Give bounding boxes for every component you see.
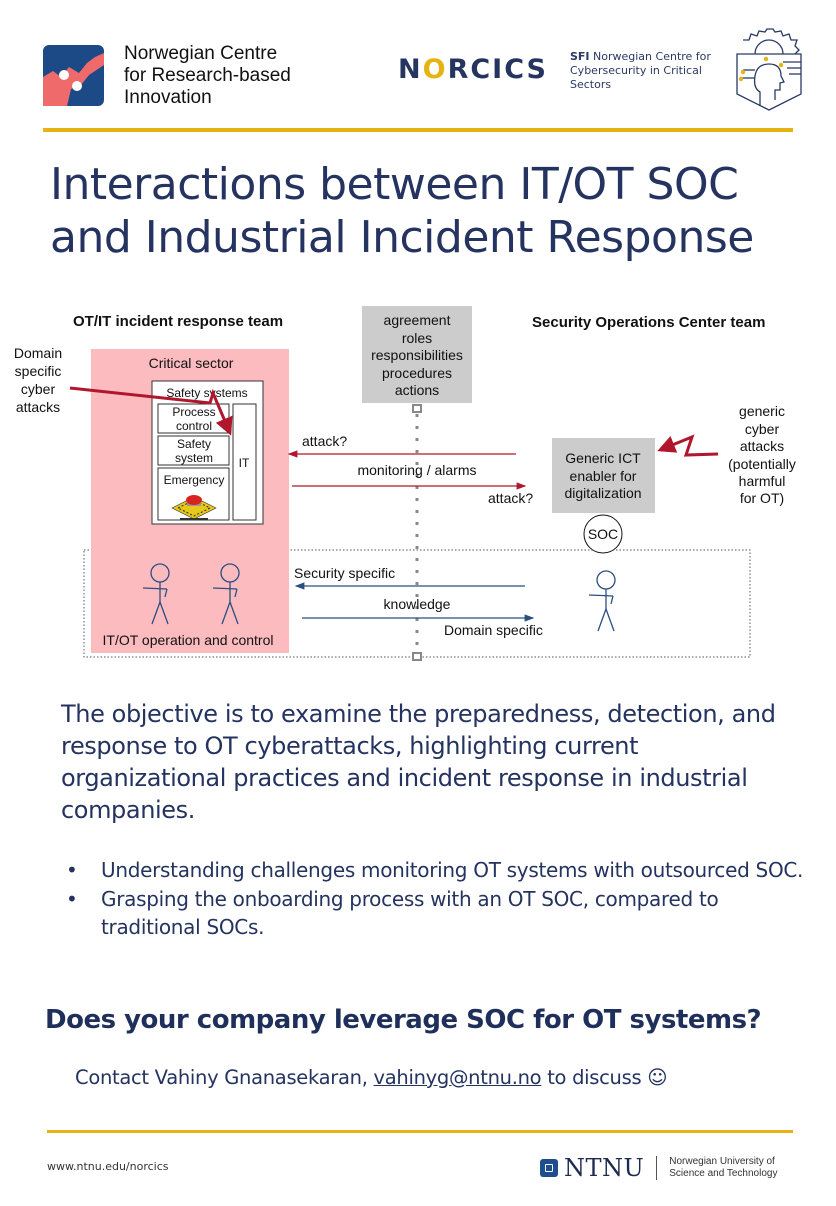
title-line-1: Interactions between IT/OT SOC bbox=[50, 159, 739, 210]
bullet-item: • Understanding challenges monitoring OT … bbox=[64, 856, 804, 884]
contact-suffix: to discuss ☺ bbox=[541, 1066, 668, 1089]
header-divider bbox=[43, 128, 793, 132]
security-specific-label: Security specific bbox=[294, 565, 395, 581]
left-team-heading: OT/IT incident response team bbox=[73, 313, 283, 330]
knowledge-label: knowledge bbox=[384, 596, 451, 612]
agreement-line: procedures bbox=[382, 365, 452, 381]
soc-analyst-figure-icon bbox=[588, 570, 616, 632]
domain-attacks-line: cyber bbox=[21, 381, 56, 397]
soc-circle bbox=[583, 514, 623, 554]
agreement-line: roles bbox=[402, 330, 432, 346]
domain-specific-label: Domain specific bbox=[444, 622, 543, 638]
contact-line: Contact Vahiny Gnanasekaran, vahinyg@ntn… bbox=[75, 1066, 668, 1089]
generic-ict-line: enabler for bbox=[570, 468, 637, 484]
soc-label: SOC bbox=[588, 526, 618, 542]
attack-left-label: attack? bbox=[302, 433, 347, 449]
generic-ict-box bbox=[552, 438, 655, 513]
safety-system-label: system bbox=[175, 451, 213, 465]
domain-attacks-label: Domain specific cyber attacks bbox=[14, 345, 62, 415]
process-control-label: control bbox=[176, 419, 212, 433]
bullet-item: • Grasping the onboarding process with an… bbox=[64, 885, 804, 941]
bullet-text: Understanding challenges monitoring OT s… bbox=[101, 858, 804, 882]
norcics-wordmark: NORCICS bbox=[398, 54, 548, 85]
wordmark-part: N bbox=[398, 54, 423, 85]
agreement-line: responsibilities bbox=[371, 347, 463, 363]
generic-ict-line: digitalization bbox=[564, 485, 641, 501]
sfi-prefix: SFI bbox=[570, 50, 590, 63]
bullet-icon: • bbox=[66, 858, 78, 882]
monitoring-label: monitoring / alarms bbox=[357, 462, 476, 478]
generic-ict-line: Generic ICT bbox=[565, 450, 641, 466]
operation-control-label: IT/OT operation and control bbox=[103, 632, 274, 648]
ntnu-wordmark: NTNU bbox=[564, 1154, 645, 1182]
critical-sector-label: Critical sector bbox=[149, 355, 234, 371]
bullet-icon: • bbox=[66, 887, 78, 911]
ntnu-subtitle-line: Norwegian University of bbox=[669, 1156, 775, 1167]
soc-interaction-diagram: OT/IT incident response team Security Op… bbox=[14, 306, 796, 661]
it-box bbox=[232, 403, 257, 521]
safety-systems-label: Safety systems bbox=[166, 386, 247, 400]
safety-system-label: Safety bbox=[177, 437, 211, 451]
footer-url[interactable]: www.ntnu.edu/norcics bbox=[47, 1160, 169, 1173]
footer-divider bbox=[47, 1130, 793, 1133]
sfi-line: Norwegian Centre for bbox=[589, 50, 711, 63]
centre-text-line: Innovation bbox=[124, 87, 212, 108]
process-control-label: Process bbox=[172, 405, 215, 419]
wordmark-part: RCICS bbox=[447, 54, 548, 85]
gear-head-shield-icon bbox=[736, 28, 802, 111]
ntnu-subtitle-line: Science and Technology bbox=[669, 1168, 778, 1179]
agreement-line: actions bbox=[395, 382, 439, 398]
sfi-line: Cybersecurity in Critical bbox=[570, 64, 702, 77]
domain-attacks-line: Domain bbox=[14, 345, 62, 361]
agreement-box-text: agreement roles responsibilities procedu… bbox=[371, 312, 463, 398]
sfi-line: Sectors bbox=[570, 78, 612, 91]
domain-attack-arrow bbox=[69, 386, 233, 436]
ntnu-square-icon bbox=[540, 1159, 558, 1177]
emergency-button-icon bbox=[171, 495, 217, 520]
it-label: IT bbox=[239, 456, 250, 470]
domain-attacks-line: specific bbox=[15, 363, 62, 379]
sfi-description: SFI Norwegian Centre for Cybersecurity i… bbox=[570, 50, 711, 92]
emergency-label: Emergency bbox=[164, 473, 225, 487]
contact-email-link[interactable]: vahinyg@ntnu.no bbox=[373, 1066, 542, 1089]
centre-text-line: for Research-based bbox=[124, 65, 291, 86]
operator-figure-icon bbox=[212, 563, 240, 625]
objective-paragraph: The objective is to examine the prepared… bbox=[61, 700, 776, 824]
generic-attack-arrow bbox=[657, 434, 719, 457]
ntnu-subtitle: Norwegian University of Science and Tech… bbox=[669, 1156, 777, 1180]
title-line-2: and Industrial Incident Response bbox=[50, 212, 754, 263]
attack-right-label: attack? bbox=[488, 490, 533, 506]
domain-attacks-line: attacks bbox=[16, 399, 60, 415]
generic-attacks-label: generic cyber attacks (potentially harmf… bbox=[728, 403, 796, 506]
agreement-line: agreement bbox=[384, 312, 451, 328]
agreement-anchor bbox=[412, 404, 422, 413]
question-heading: Does your company leverage SOC for OT sy… bbox=[45, 1005, 762, 1035]
contact-prefix: Contact Vahiny Gnanasekaran, bbox=[75, 1066, 374, 1089]
wordmark-o-dot: O bbox=[422, 54, 448, 85]
generic-attacks-line: for OT) bbox=[740, 490, 784, 506]
safety-system-box bbox=[157, 435, 230, 466]
generic-attacks-line: (potentially bbox=[728, 456, 796, 472]
generic-attacks-line: attacks bbox=[740, 438, 784, 454]
bullet-list: • Understanding challenges monitoring OT … bbox=[64, 856, 804, 942]
generic-attacks-line: generic bbox=[739, 403, 785, 419]
generic-attacks-line: cyber bbox=[745, 421, 780, 437]
ntnu-logo: NTNU Norwegian University of Science and… bbox=[540, 1154, 777, 1182]
research-based-innovation-logo-icon bbox=[43, 45, 104, 106]
agreement-anchor-bottom bbox=[412, 652, 422, 661]
bullet-text: Grasping the onboarding process with an … bbox=[101, 887, 719, 939]
right-team-heading: Security Operations Center team bbox=[532, 314, 765, 331]
agreement-box bbox=[362, 306, 472, 403]
operator-figure-icon bbox=[142, 563, 170, 625]
centre-text-line: Norwegian Centre bbox=[124, 43, 278, 64]
page-title: Interactions between IT/OT SOC and Indus… bbox=[50, 158, 754, 264]
generic-attacks-line: harmful bbox=[739, 473, 786, 489]
ntnu-separator bbox=[656, 1156, 658, 1180]
research-based-innovation-text: Norwegian Centre for Research-based Inno… bbox=[124, 43, 291, 109]
